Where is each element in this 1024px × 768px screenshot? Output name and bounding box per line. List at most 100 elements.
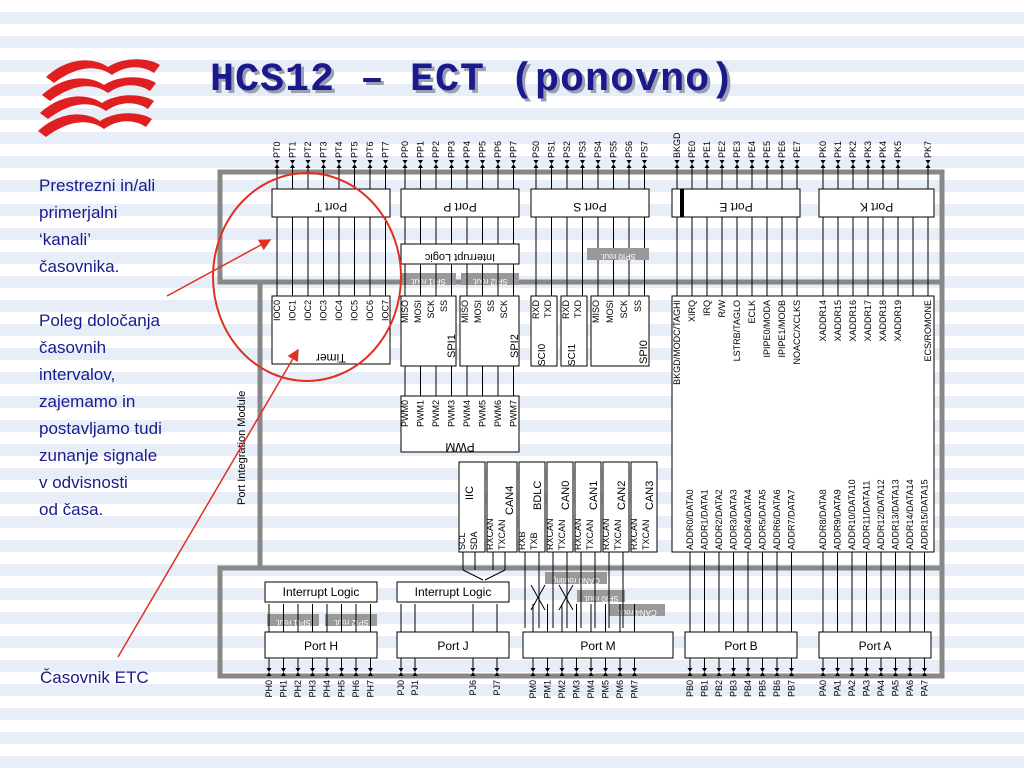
- pin-label-pp5: PP5: [478, 141, 488, 158]
- spi2-signal: SCK: [499, 300, 509, 319]
- pin-arrow-pa4: [878, 668, 884, 672]
- pin-arrow-pj1: [412, 672, 418, 676]
- pin-arrow-pb5: [760, 668, 765, 672]
- pin-label-ps7: PS7: [640, 141, 650, 158]
- core-k-signal: ECS/ROMONE: [923, 300, 933, 362]
- timer-signal-ioc2: IOC2: [303, 300, 313, 321]
- pin-arrow-pk0: [820, 164, 826, 168]
- pin-arrow-pk0: [820, 160, 826, 164]
- pin-label-ph0: PH0: [264, 680, 274, 698]
- pin-arrow-pt3: [321, 160, 326, 164]
- pin-label-ph4: PH4: [322, 680, 332, 698]
- pin-arrow-pt1: [290, 164, 295, 168]
- pin-arrow-pm0: [530, 668, 536, 672]
- pin-label-pk5: PK5: [893, 141, 903, 158]
- core-e-signal: LSTRB/TAGLO: [732, 300, 742, 361]
- pin-arrow-ps1: [549, 160, 554, 164]
- pin-arrow-pa2: [849, 668, 855, 672]
- timer-signal-ioc1: IOC1: [288, 300, 298, 321]
- note-line: Prestrezni in/ali: [39, 176, 156, 195]
- timer-signal-ioc3: IOC3: [319, 300, 329, 321]
- note-line: primerjalni: [39, 203, 118, 222]
- pin-arrow-ph1: [281, 668, 286, 672]
- pin-arrow-pb5: [760, 672, 765, 676]
- port-e-label: Port E: [719, 200, 752, 214]
- pwm-signal-pwm4: PWM4: [462, 400, 472, 427]
- pin-arrow-ph6: [353, 668, 359, 672]
- hcs12-block-diagram: Port Integration ModuleCOREPT0PT1PT2PT3P…: [217, 132, 945, 699]
- pin-arrow-bkgd: [674, 160, 680, 164]
- pin-arrow-pb0: [687, 668, 693, 672]
- pin-label-ps4: PS4: [593, 141, 603, 158]
- pin-label-pa3: PA3: [862, 680, 872, 696]
- port-e-box: [671, 188, 801, 218]
- pin-arrow-pt4: [336, 160, 342, 164]
- port-j-label: Port J: [437, 639, 468, 653]
- pin-arrow-pb4: [745, 672, 751, 676]
- timer-signal-ioc0: IOC0: [272, 300, 282, 321]
- can2-signal: RXCAN: [601, 518, 611, 550]
- pin-arrow-pb2: [716, 672, 722, 676]
- pin-arrow-pt0: [274, 164, 280, 168]
- pin-label-ps0: PS0: [531, 141, 541, 158]
- interrupt-logic-h-label: Interrupt Logic: [283, 585, 360, 599]
- pwm-signal-pwm7: PWM7: [509, 400, 519, 427]
- sci0-box: [530, 295, 558, 367]
- data-a-signal: ADDR8/DATA8: [818, 489, 828, 550]
- pin-arrow-ps4: [595, 164, 601, 168]
- data-a-signal: ADDR13/DATA13: [891, 479, 901, 550]
- can0-signal: TXCAN: [557, 519, 567, 550]
- spi0-signal: MISO: [591, 300, 601, 323]
- m-routing-chip: [577, 590, 625, 602]
- pin-arrow-pm6: [617, 672, 623, 676]
- pin-arrow-pe5: [764, 160, 770, 164]
- port-k-label: Port K: [860, 200, 893, 214]
- sci0-label: SCI0: [537, 343, 548, 366]
- pwm-signal-pwm5: PWM5: [478, 400, 488, 427]
- spi1-label: SPI1: [446, 334, 458, 358]
- pin-arrow-ph3: [310, 672, 315, 676]
- spi1-routing-label: SPI1 rout.: [410, 277, 446, 286]
- pin-label-pm3: PM3: [572, 680, 582, 699]
- pin-arrow-pp0: [402, 160, 408, 164]
- pin-arrow-pt2: [305, 160, 311, 164]
- pin-arrow-pe1: [704, 160, 710, 164]
- pin-arrow-pe2: [719, 164, 725, 168]
- pin-arrow-ph4: [324, 672, 330, 676]
- can0-signal: RXCAN: [545, 518, 555, 550]
- pin-arrow-pa3: [864, 672, 869, 676]
- pin-arrow-pa2: [849, 672, 855, 676]
- pin-label-pt0: PT0: [272, 141, 282, 158]
- pin-arrow-pm5: [603, 668, 608, 672]
- pin-arrow-pt4: [336, 164, 342, 168]
- port-a-label: Port A: [859, 639, 892, 653]
- spi1-routing: [401, 273, 456, 285]
- pin-arrow-pk7: [925, 164, 931, 168]
- port-b-box: [684, 631, 798, 659]
- pin-arrow-ps2: [564, 160, 570, 164]
- pin-label-pe6: PE6: [777, 141, 787, 158]
- pin-arrow-pa0: [820, 672, 826, 676]
- timer-signal-ioc6: IOC6: [365, 300, 375, 321]
- core-k-signal: XADDR16: [848, 300, 858, 342]
- pwm-signal-pwm1: PWM1: [416, 400, 426, 427]
- pin-label-pm7: PM7: [630, 680, 640, 699]
- pwm-signal-pwm0: PWM0: [400, 400, 410, 427]
- spi0-label: SPI0: [638, 340, 650, 364]
- data-a-signal: ADDR11/DATA11: [862, 481, 872, 550]
- can2-signal: TXCAN: [613, 519, 623, 550]
- pin-arrow-ph6: [353, 672, 359, 676]
- pin-arrow-ph0: [266, 672, 272, 676]
- pin-arrow-pm2: [559, 668, 565, 672]
- pin-arrow-pb1: [702, 672, 707, 676]
- pin-arrow-pp4: [464, 164, 470, 168]
- pin-arrow-ph0: [266, 668, 272, 672]
- pin-arrow-pa4: [878, 672, 884, 676]
- pin-arrow-pp7: [511, 164, 516, 168]
- pin-label-pb0: PB0: [685, 680, 695, 697]
- pin-arrow-pk4: [880, 164, 886, 168]
- pin-label-pb1: PB1: [700, 680, 710, 697]
- note-line: intervalov,: [39, 365, 116, 384]
- note-line: zajemamo in: [39, 392, 136, 411]
- pin-arrow-pb7: [789, 672, 794, 676]
